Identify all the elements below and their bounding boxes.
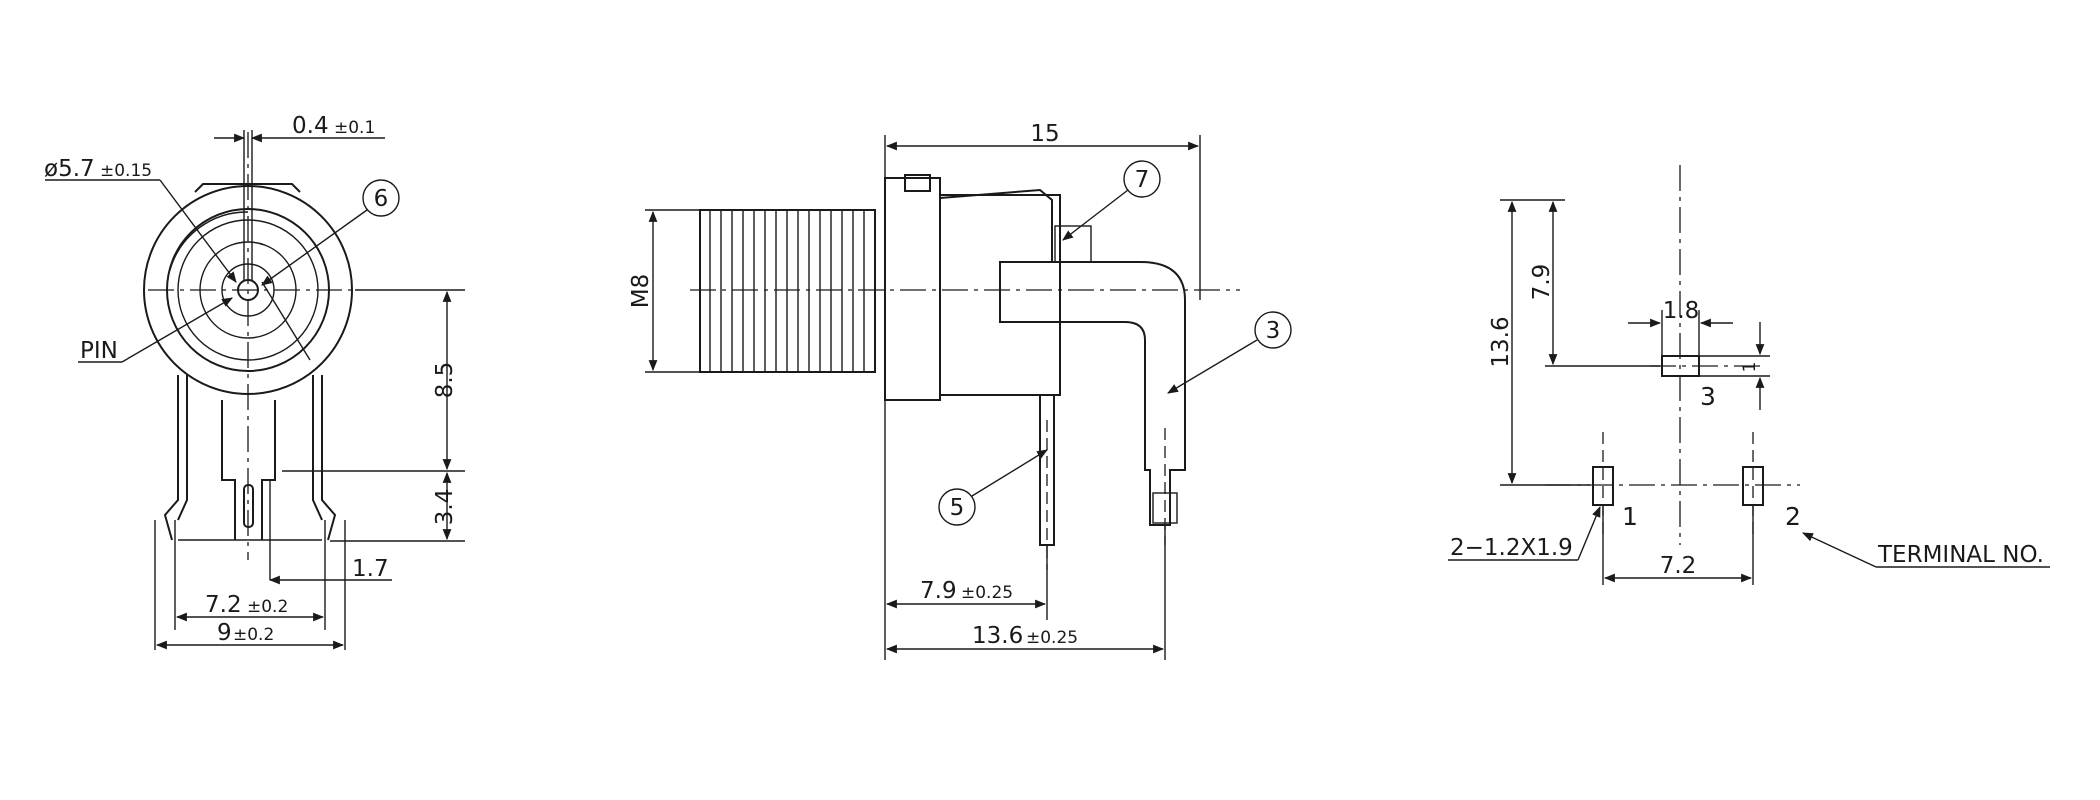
side-lug: [1039, 394, 1055, 546]
pad3-width-dim-value: 1.8: [1663, 298, 1700, 324]
callout-7-label: 7: [1135, 167, 1150, 193]
callout-6-circle: [362, 179, 400, 217]
gap-dim-value: 0.4: [292, 113, 329, 139]
front-top-tab: [194, 183, 301, 193]
total-dim-value: 13.6: [972, 623, 1023, 649]
front-pin: [237, 279, 259, 301]
pad-size-leader: [1577, 505, 1601, 561]
diameter-leader: [159, 179, 237, 283]
length-dim-value: 15: [1030, 121, 1059, 147]
offset-dim-value: 1.7: [352, 556, 389, 582]
gap-dim-tol: ±0.1: [334, 118, 375, 138]
pcb-layout: 13.6 7.9 1.8 1 3 1 2 2−1.2X1.9 7.2 TE: [1448, 165, 2050, 585]
callout-6-leader: [261, 209, 368, 286]
callout-5-circle: [938, 488, 976, 526]
pin-label: PIN: [80, 338, 118, 364]
front-center-pin-slot: [243, 484, 254, 528]
callout-5-leader: [971, 449, 1048, 497]
side-top-tab: [904, 174, 931, 192]
pcb-pad3-height-dim-value: 7.9: [1529, 264, 1555, 301]
pcb-height-dim-value: 13.6: [1488, 316, 1514, 367]
callout-7-leader: [1062, 189, 1129, 241]
callout-3-circle: [1254, 311, 1292, 349]
height-dim-upper-value: 8.5: [432, 362, 458, 399]
front-outer-ring: [143, 185, 353, 395]
thread-ridges: [709, 210, 865, 372]
height-dim-lower-value: 3.4: [432, 489, 458, 526]
pad-spacing-dim-value: 7.2: [1660, 553, 1697, 579]
pin-spacing-dim-value: 7.2: [205, 592, 242, 618]
front-left-lug: [163, 375, 188, 541]
width-dim-value: 9: [217, 620, 232, 646]
callout-3-leader: [1167, 339, 1258, 394]
lug-offset-dim-tol: ±0.25: [961, 583, 1013, 603]
pad-size-dim-value: 2−1.2X1.9: [1450, 535, 1573, 561]
total-dim-tol: ±0.25: [1026, 628, 1078, 648]
diameter-dim-tol: ±0.15: [100, 161, 152, 181]
pad-2-label: 2: [1785, 502, 1801, 531]
side-elbow: [999, 261, 1186, 526]
terminal-label: TERMINAL NO.: [1877, 542, 2044, 568]
callout-6-label: 6: [374, 186, 389, 212]
side-view: 15 M8 7 3 5 7.9 ±0.25 13.6 ±0.25: [628, 121, 1292, 660]
front-inner-ring: [177, 219, 319, 361]
thread-dim-value: M8: [628, 274, 654, 308]
front-right-lug: [312, 375, 337, 541]
callout-7-circle: [1123, 160, 1161, 198]
diameter-dim-value: ø5.7: [44, 156, 95, 182]
callout-3-label: 3: [1266, 318, 1281, 344]
side-spring-contact: [1054, 225, 1092, 263]
pin-leader: [121, 297, 233, 363]
front-bore: [221, 263, 275, 317]
pin-spacing-dim-tol: ±0.2: [247, 597, 288, 617]
pad3-height-dim-value: 1: [1740, 362, 1760, 373]
lug-offset-dim-value: 7.9: [920, 578, 957, 604]
side-flange: [884, 177, 941, 401]
callout-5-label: 5: [950, 495, 965, 521]
pad-3: [1661, 355, 1700, 377]
side-top-spring: [939, 188, 1053, 262]
terminal-leader: [1802, 532, 1877, 568]
front-center-block: [221, 400, 276, 540]
front-socket-ring: [199, 241, 297, 339]
width-dim-tol: ±0.2: [233, 625, 274, 645]
front-flange-detail: [169, 211, 249, 271]
front-view: 0.4 ±0.1 ø5.7 ±0.15 6 PIN 8.5 3.4: [44, 113, 465, 650]
front-nut-ring: [166, 208, 330, 372]
pad-1-label: 1: [1622, 502, 1638, 531]
side-body: [939, 194, 1061, 396]
pin-cross-line: [261, 281, 311, 361]
pad-3-label: 3: [1700, 382, 1716, 411]
